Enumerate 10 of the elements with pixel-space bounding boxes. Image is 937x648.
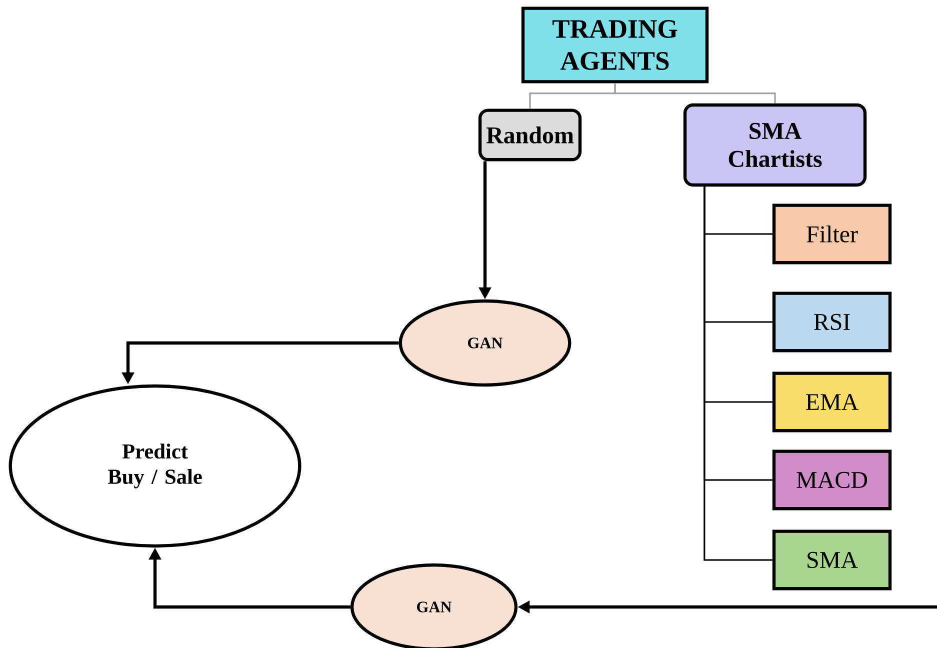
agent-box: SMA Chartists bbox=[683, 103, 867, 187]
agent-box: EMA bbox=[772, 372, 892, 432]
agent-box: Filter bbox=[772, 204, 892, 264]
agent-box: Random bbox=[478, 108, 582, 162]
agent-box: MACD bbox=[772, 450, 892, 510]
agent-box: SMA bbox=[772, 530, 892, 590]
connector-line bbox=[614, 83, 776, 104]
connector-line bbox=[704, 186, 772, 561]
agent-box: RSI bbox=[772, 292, 892, 352]
agent-box: TRADING AGENTS bbox=[521, 6, 709, 84]
